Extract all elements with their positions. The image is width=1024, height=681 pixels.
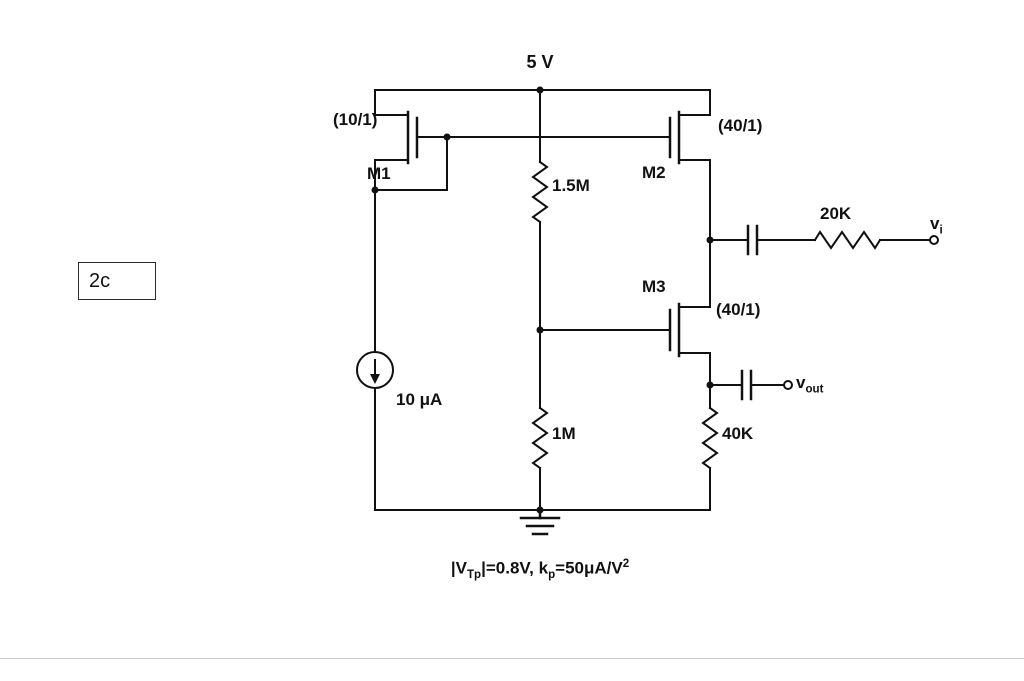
resistor-40k-label: 40K: [722, 424, 754, 443]
bias-current-label: 10 μA: [396, 390, 443, 409]
formula-sub: Tp: [466, 569, 482, 582]
resistor-1p5m-label: 1.5M: [552, 176, 590, 195]
resistor-20k-symbol: [813, 230, 931, 250]
formula-part: =50μA/V: [555, 558, 623, 578]
m1-diode-connection-wire: [374, 136, 448, 191]
vout-terminal: [783, 380, 793, 390]
transistor-m2-symbol: [668, 89, 711, 241]
formula-part: |V: [450, 558, 467, 578]
m2-name-label: M2: [642, 163, 666, 182]
vi-sub: i: [939, 224, 943, 237]
resistor-40k-symbol: [701, 384, 719, 511]
formula-sup: 2: [622, 558, 630, 570]
device-parameters-formula: |VTp|=0.8V, kp=50μA/V2: [330, 558, 750, 581]
resistor-1m-label: 1M: [552, 424, 576, 443]
vout-sub: out: [805, 383, 824, 396]
page-divider-line: [0, 658, 1024, 659]
ground-symbol: [519, 508, 561, 536]
vi-terminal: [929, 235, 939, 245]
m3-ratio-label: (40/1): [716, 300, 761, 319]
resistor-1p5m-symbol: [531, 160, 549, 224]
output-coupling-capacitor-symbol: [709, 369, 785, 401]
formula-sub: p: [548, 569, 556, 582]
supply-voltage-label: 5 V: [526, 52, 554, 72]
transistor-m1-symbol: [374, 89, 419, 353]
vout-terminal-label: vout: [796, 373, 823, 397]
resistor-20k-label: 20K: [820, 204, 852, 223]
m2-ratio-label: (40/1): [718, 116, 763, 135]
current-source-symbol: [356, 351, 394, 511]
formula-part: |=0.8V, k: [481, 558, 549, 578]
m3-name-label: M3: [642, 277, 666, 296]
figure-label-text: 2c: [89, 270, 111, 292]
transistor-m3-symbol: [668, 239, 711, 386]
vi-base: v: [930, 214, 940, 233]
resistor-1m-symbol: [531, 406, 549, 470]
junction-dots: [371, 86, 714, 514]
vout-base: v: [796, 373, 806, 392]
m1-name-label: M1: [367, 164, 391, 183]
figure-label-box: 2c: [78, 262, 156, 300]
m1-ratio-label: (10/1): [333, 110, 378, 129]
vi-terminal-label: vi: [930, 214, 943, 238]
input-coupling-capacitor-symbol: [709, 224, 816, 256]
